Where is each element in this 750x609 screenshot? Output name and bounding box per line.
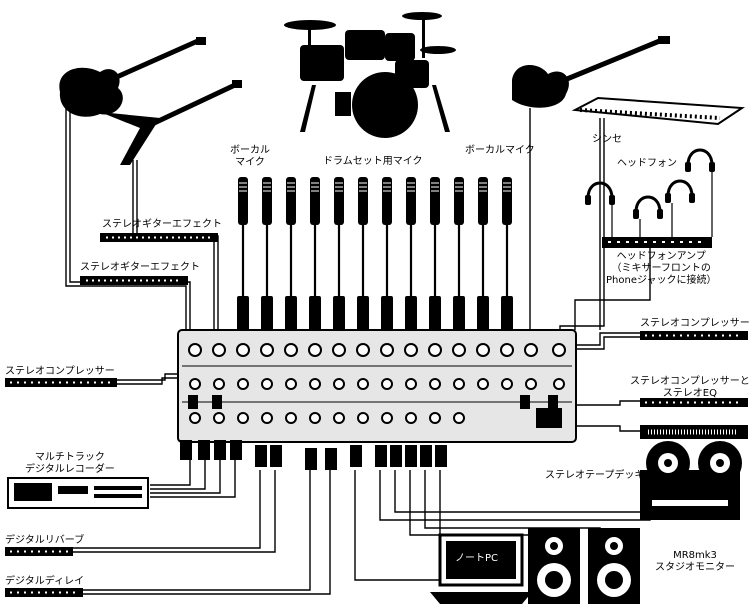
monitors-label: MR8mk3 スタジオモニター — [655, 550, 735, 574]
label-line: Phoneジャックに接続） — [606, 275, 717, 286]
multitrack-label: マルチトラック デジタルレコーダー — [25, 452, 115, 476]
headphones-label: ヘッドフォン — [617, 158, 677, 169]
stereo-eq-rack-icon — [640, 425, 748, 439]
mixer-rear-panel-icon — [177, 329, 577, 443]
microphone-icon — [453, 177, 465, 332]
microphone-icon — [333, 177, 345, 332]
microphone-icon — [501, 177, 513, 332]
microphone-icon — [261, 177, 273, 332]
digital-reverb-label: デジタルリバーブ — [5, 535, 85, 546]
label-line: ステレオEQ — [662, 388, 717, 399]
mic-cables — [241, 225, 509, 296]
digital-delay-icon — [5, 588, 83, 597]
compressor-rack-icon — [640, 398, 748, 407]
label-line: ヘッドフォンアンプ — [616, 251, 706, 262]
microphone-icon — [381, 177, 393, 332]
label-line: デジタルレコーダー — [25, 464, 115, 475]
microphone-icon — [429, 177, 441, 332]
compressor-eq-label: ステレオコンプレッサーと ステレオEQ — [630, 376, 750, 400]
label-line: ボーカル — [230, 145, 270, 156]
electric-guitar-icon — [59, 37, 206, 117]
tape-deck-label: ステレオテープデッキ — [545, 470, 645, 481]
label-line: マルチトラック — [34, 452, 105, 463]
microphone-icon — [309, 177, 321, 332]
headphone-amp-label: ヘッドフォンアンプ （ミキサーフロントの Phoneジャックに接続） — [606, 251, 716, 287]
compressor-rack-icon — [5, 378, 117, 387]
drum-mics-label: ドラムセット用マイク — [323, 156, 423, 167]
mixer-plugs — [180, 395, 562, 470]
microphone-icon — [357, 177, 369, 332]
mixer-jacks — [188, 343, 566, 424]
studio-monitor-icon — [588, 528, 640, 604]
label-line: （ミキサーフロントの — [611, 263, 711, 274]
microphone-icon — [285, 177, 297, 332]
synth-label: シンセ — [592, 134, 622, 145]
tape-deck-icon — [640, 441, 742, 520]
guitar-fx-1-label: ステレオギターエフェクト — [102, 219, 222, 230]
studio-monitor-icon — [528, 528, 580, 604]
guitar-fx-2-label: ステレオギターエフェクト — [80, 262, 200, 273]
compressor-right-label: ステレオコンプレッサー — [640, 318, 750, 329]
digital-delay-label: デジタルディレイ — [5, 576, 85, 587]
microphone-icon — [477, 177, 489, 332]
guitar-effect-rack-icon — [100, 233, 218, 242]
bass-guitar-icon — [512, 36, 670, 108]
vocal-mic-right-label: ボーカルマイク — [465, 145, 535, 156]
guitar-effect-rack-icon — [80, 276, 188, 285]
compressor-left-label: ステレオコンプレッサー — [5, 366, 115, 377]
vocal-mic-left-label: ボーカル マイク — [230, 145, 270, 169]
label-line: MR8mk3 — [673, 550, 717, 561]
label-line: ステレオコンプレッサーと — [630, 376, 750, 387]
headphone-amp-icon — [602, 237, 712, 248]
laptop-icon — [430, 533, 532, 604]
headphones-icon — [586, 148, 714, 213]
microphone-icon — [405, 177, 417, 332]
laptop-screen-label: ノートPC — [455, 553, 499, 564]
label-line: マイク — [235, 157, 265, 168]
label-line: スタジオモニター — [655, 562, 735, 573]
drum-kit-icon — [284, 12, 456, 138]
compressor-rack-icon — [640, 331, 748, 340]
microphone-icon — [237, 177, 249, 332]
microphones — [237, 177, 513, 332]
flying-v-guitar-icon — [100, 80, 242, 165]
digital-reverb-icon — [5, 547, 73, 556]
synth-keyboard-icon — [571, 96, 745, 126]
multitrack-recorder-icon — [7, 477, 149, 509]
